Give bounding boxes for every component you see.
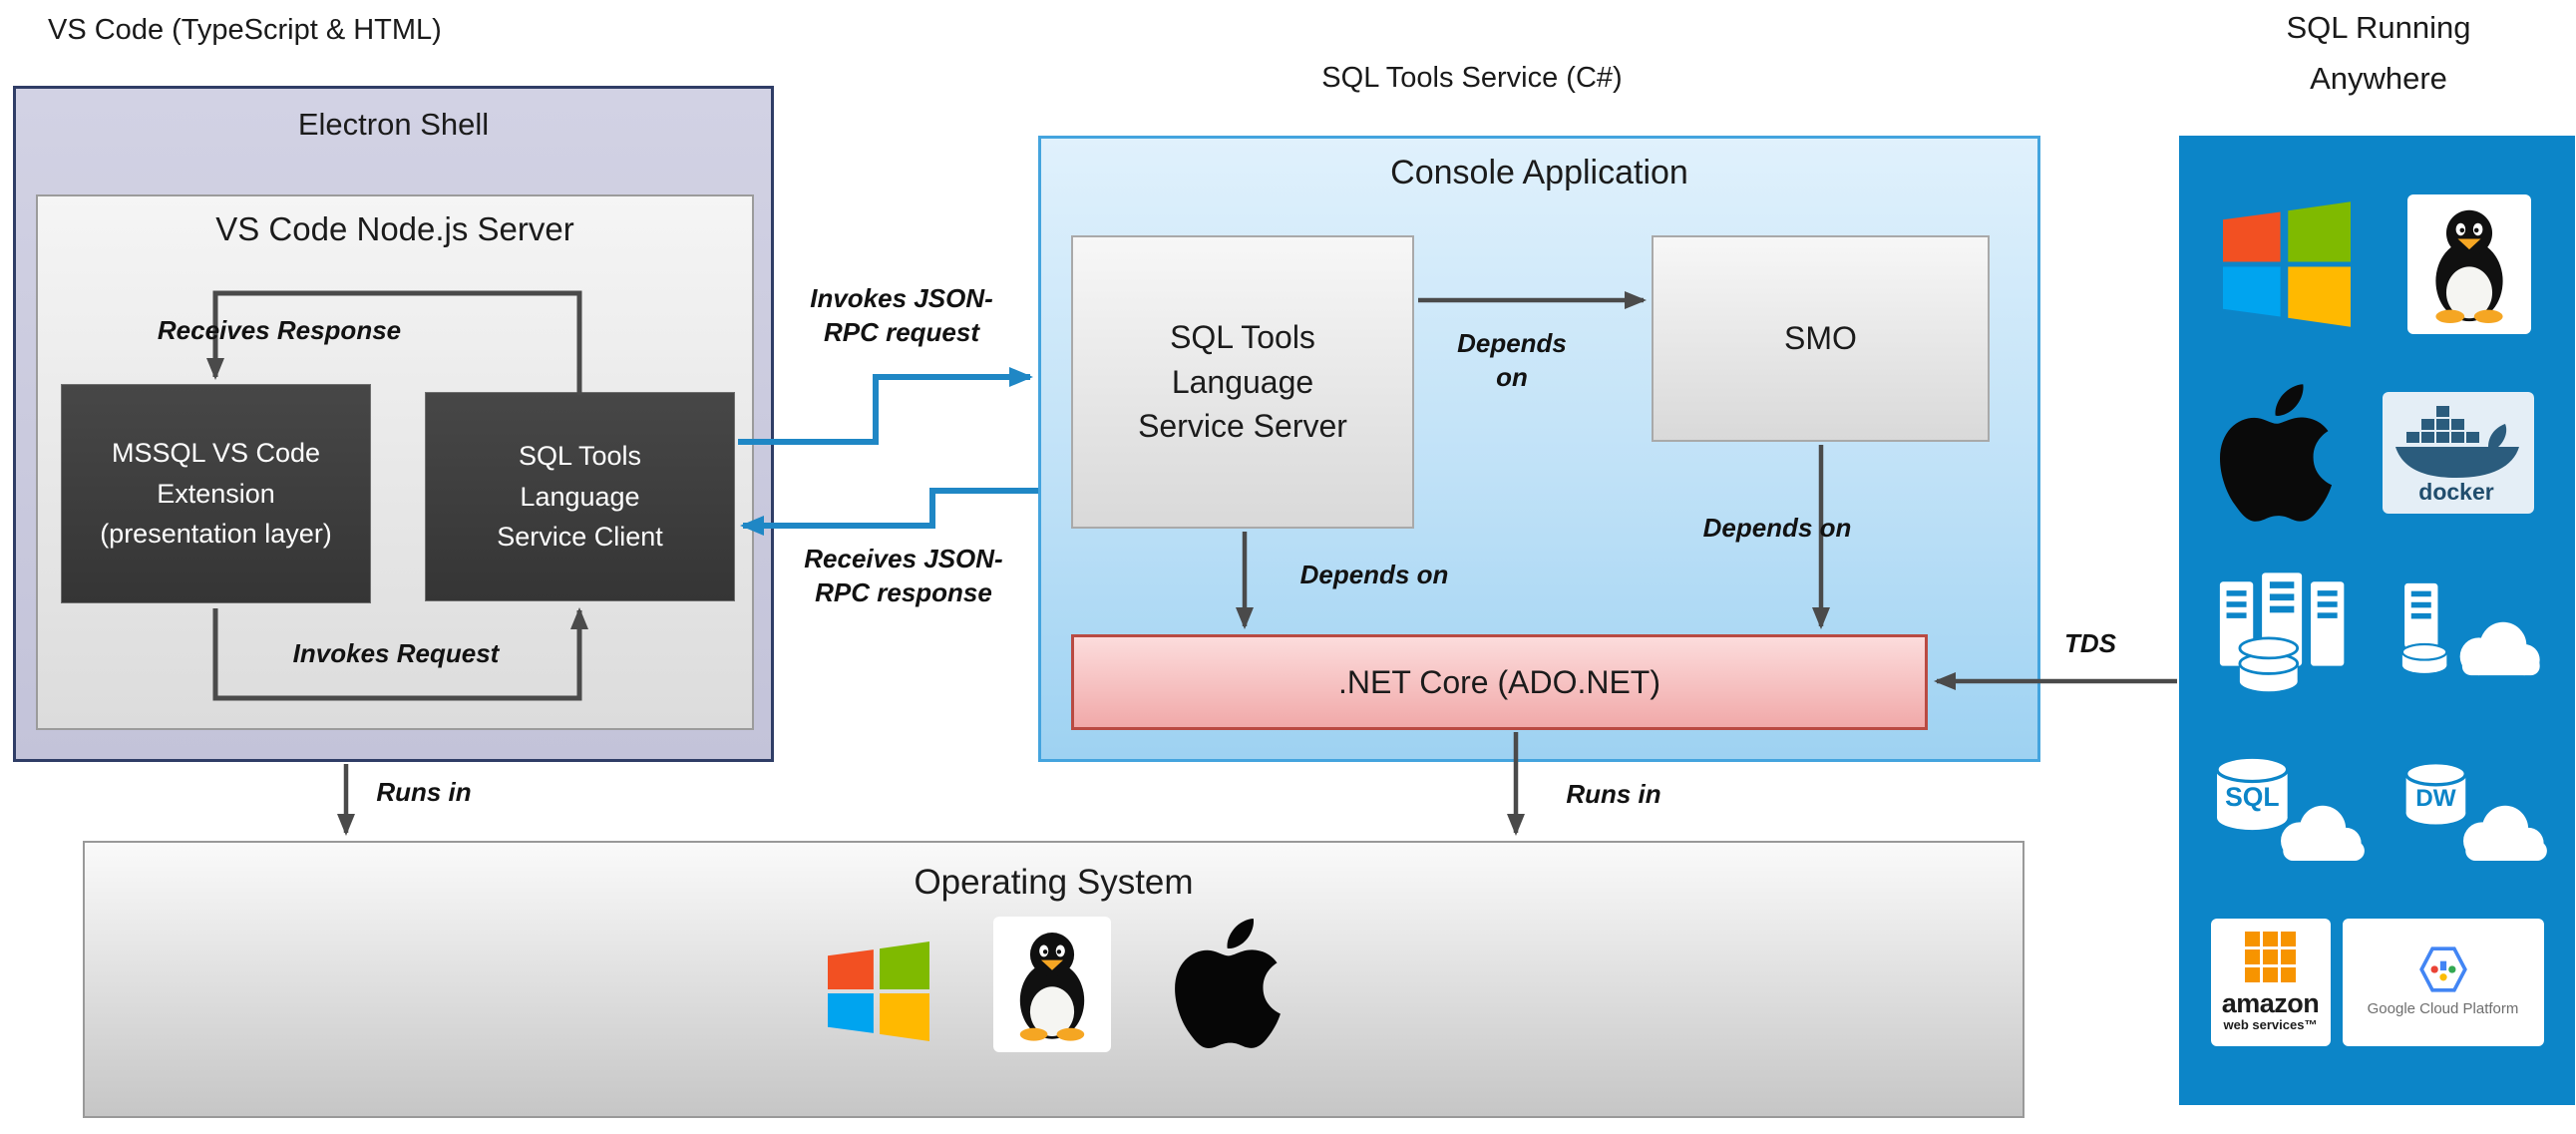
apple-logo-icon xyxy=(1174,919,1281,1048)
runs-in-right-label: Runs in xyxy=(1566,779,1661,810)
depends-on-server-net-label: Depends on xyxy=(1299,560,1449,590)
vscode-node-server-title: VS Code Node.js Server xyxy=(215,210,574,247)
operating-system-title: Operating System xyxy=(914,863,1194,902)
operating-system-box: Operating System xyxy=(83,841,2024,1118)
smo-box: SMO xyxy=(1652,235,1990,442)
linux-tux-card xyxy=(992,917,1111,1052)
sql-db-cloud-icon: SQL xyxy=(2215,755,2366,862)
platform-row-4: SQL DW xyxy=(2195,747,2559,869)
docker-logo-card: docker xyxy=(2382,391,2534,514)
gcp-hexagon-icon xyxy=(2418,946,2467,992)
aws-logo-card: amazon web services™ xyxy=(2210,918,2331,1046)
arrow-invokes-jsonrpc xyxy=(738,367,1033,445)
windows-logo-icon xyxy=(2223,201,2352,328)
aws-wordmark: amazon xyxy=(2221,987,2320,1018)
apple-logo-icon xyxy=(2220,383,2333,522)
sql-running-anywhere-title: SQL Running Anywhere xyxy=(2286,10,2471,97)
sql-tools-service-section-title: SQL Tools Service (C#) xyxy=(1321,62,1623,94)
arrow-receives-jsonrpc xyxy=(740,488,1038,536)
smo-label: SMO xyxy=(1784,320,1857,356)
gcp-logo-card: Google Cloud Platform xyxy=(2342,918,2544,1046)
depends-on-smo-label: Depends on xyxy=(1457,328,1567,392)
mssql-extension-box: MSSQL VS Code Extension (presentation la… xyxy=(61,384,371,603)
depends-on-smo-net-label: Depends on xyxy=(1702,513,1852,544)
platform-row-2: docker xyxy=(2195,383,2559,522)
language-service-server-label: SQL Tools Language Service Server xyxy=(1138,318,1347,445)
console-application-title: Console Application xyxy=(1390,154,1688,191)
net-core-label: .NET Core (ADO.NET) xyxy=(1338,663,1660,700)
platform-row-3 xyxy=(2195,570,2559,698)
receives-response-label: Receives Response xyxy=(157,315,402,346)
docker-wordmark: docker xyxy=(2418,479,2493,505)
runs-in-left-label: Runs in xyxy=(376,777,472,808)
electron-shell-title: Electron Shell xyxy=(297,107,490,142)
os-platform-icons xyxy=(827,917,1281,1052)
linux-tux-icon xyxy=(1019,933,1084,1041)
language-service-client-box: SQL Tools Language Service Client xyxy=(425,392,735,601)
platform-row-1 xyxy=(2195,194,2559,335)
sql-running-anywhere-panel: docker xyxy=(2179,136,2575,1105)
docker-logo-icon: docker xyxy=(2394,405,2519,505)
language-service-client-label: SQL Tools Language Service Client xyxy=(497,441,663,553)
sql-db-label: SQL xyxy=(2225,782,2279,812)
tds-label: TDS xyxy=(2064,628,2116,659)
vscode-section-title: VS Code (TypeScript & HTML) xyxy=(48,14,442,46)
linux-tux-card xyxy=(2406,194,2531,335)
aws-cubes-icon xyxy=(2245,931,2296,982)
mssql-extension-label: MSSQL VS Code Extension (presentation la… xyxy=(100,438,332,550)
dw-db-label: DW xyxy=(2415,785,2456,812)
windows-logo-icon xyxy=(827,942,929,1041)
language-service-server-box: SQL Tools Language Service Server xyxy=(1071,235,1414,529)
server-cloud-icon xyxy=(2400,582,2540,676)
gcp-wordmark: Google Cloud Platform xyxy=(2367,1000,2519,1018)
net-core-box: .NET Core (ADO.NET) xyxy=(1071,634,1928,730)
platform-row-5: amazon web services™ Google Cloud Platfo… xyxy=(2195,918,2559,1046)
invokes-jsonrpc-label: Invokes JSON- RPC request xyxy=(810,283,993,347)
server-stack-icon xyxy=(2220,572,2345,692)
dw-db-cloud-icon: DW xyxy=(2403,761,2547,862)
receives-jsonrpc-label: Receives JSON- RPC response xyxy=(804,544,1003,607)
aws-subtitle: web services™ xyxy=(2223,1017,2318,1033)
invokes-request-label: Invokes Request xyxy=(292,638,500,669)
linux-tux-icon xyxy=(2435,210,2503,324)
